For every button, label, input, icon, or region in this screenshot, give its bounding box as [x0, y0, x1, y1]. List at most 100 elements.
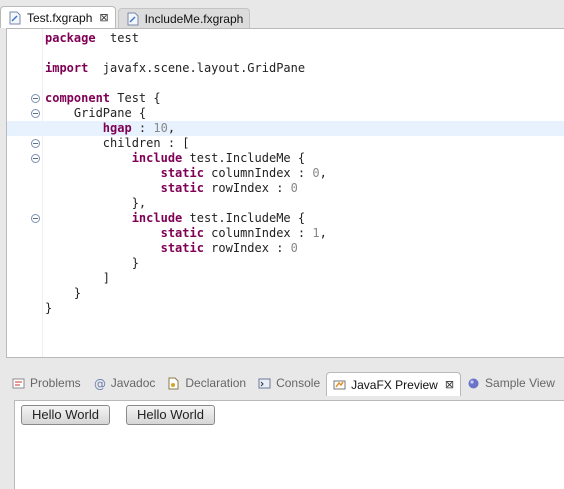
code-line[interactable]: children : [ — [7, 136, 564, 151]
code-token: , — [319, 166, 327, 180]
code-token: test.IncludeMe { — [182, 151, 306, 165]
code-token: , — [319, 226, 327, 240]
number-token: 10 — [153, 121, 168, 135]
code-line-text: package test — [45, 31, 139, 46]
keyword-token: package — [45, 31, 96, 45]
code-token: } — [45, 256, 139, 270]
code-line-text: include test.IncludeMe { — [45, 151, 305, 166]
code-token: columnIndex : — [203, 226, 313, 240]
code-editor[interactable]: package test import javafx.scene.layout.G… — [6, 28, 564, 358]
code-line[interactable]: static columnIndex : 0, — [7, 166, 564, 181]
code-token: } — [45, 301, 53, 315]
editor-tab-label: IncludeMe.fxgraph — [144, 11, 244, 26]
code-line[interactable]: } — [7, 256, 564, 271]
code-line-text: hgap : 10, — [45, 121, 175, 136]
editor-tab-includeme-fxgraph[interactable]: IncludeMe.fxgraph — [117, 8, 251, 28]
code-line[interactable]: } — [7, 286, 564, 301]
javafx-icon — [333, 378, 346, 391]
code-line-text: import javafx.scene.layout.GridPane — [45, 61, 305, 76]
view-tab-label: Problems — [30, 376, 81, 390]
code-line[interactable]: component Test { — [7, 91, 564, 106]
code-token: rowIndex : — [203, 181, 291, 195]
code-token: columnIndex : — [203, 166, 313, 180]
keyword-token: include — [45, 211, 183, 225]
code-line[interactable]: hgap : 10, — [7, 121, 564, 136]
fxgraph-file-icon — [127, 12, 139, 26]
keyword-token: include — [45, 151, 183, 165]
code-line[interactable]: package test — [7, 31, 564, 46]
fold-toggle-icon[interactable] — [31, 139, 40, 148]
code-line[interactable] — [7, 76, 564, 91]
code-line-text: children : [ — [45, 136, 190, 151]
code-line-text: static columnIndex : 0, — [45, 166, 327, 181]
code-line[interactable]: ] — [7, 271, 564, 286]
code-token: children : [ — [45, 136, 190, 150]
view-tab-label: Console — [276, 376, 321, 390]
keyword-token: static — [45, 181, 204, 195]
code-line-text: }, — [45, 196, 146, 211]
view-tab-label: Declaration — [185, 376, 247, 390]
code-line[interactable] — [7, 46, 564, 61]
problems-icon — [12, 377, 25, 390]
hello-world-button-2[interactable]: Hello World — [126, 405, 215, 425]
code-line[interactable]: }, — [7, 196, 564, 211]
number-token: 0 — [312, 166, 320, 180]
code-line-text: static columnIndex : 1, — [45, 226, 327, 241]
view-tab-label: Sample View — [485, 376, 555, 390]
at-icon: @ — [93, 377, 106, 391]
code-token: test.IncludeMe { — [182, 211, 306, 225]
code-token: }, — [45, 196, 147, 210]
fold-toggle-icon[interactable] — [31, 94, 40, 103]
editor-tab-test-fxgraph[interactable]: Test.fxgraph ⊠ — [0, 6, 116, 28]
keyword-token: import — [45, 61, 89, 75]
view-tab-sample-view[interactable]: Sample View — [461, 372, 561, 394]
view-tab-console[interactable]: Console — [252, 372, 326, 394]
code-line-text: static rowIndex : 0 — [45, 181, 298, 196]
code-token: rowIndex : — [203, 241, 291, 255]
code-line-text: component Test { — [45, 91, 161, 106]
code-line[interactable]: static rowIndex : 0 — [7, 241, 564, 256]
view-tab-javafx-preview[interactable]: JavaFX Preview ⊠ — [326, 372, 462, 396]
fold-toggle-icon[interactable] — [31, 154, 40, 163]
code-token: javafx.scene.layout.GridPane — [88, 61, 306, 75]
code-token: } — [45, 286, 82, 300]
code-line[interactable]: } — [7, 301, 564, 316]
code-line-text: } — [45, 301, 52, 316]
keyword-token: static — [45, 226, 204, 240]
view-tab-label: Javadoc — [110, 376, 156, 390]
view-tab-javadoc[interactable]: @ Javadoc — [87, 372, 162, 394]
keyword-token: component — [45, 91, 111, 105]
keyword-token: static — [45, 241, 204, 255]
editor-tab-label: Test.fxgraph — [27, 10, 93, 25]
folding-ruler — [7, 29, 43, 357]
code-line-text: GridPane { — [45, 106, 146, 121]
close-tab-icon[interactable]: ⊠ — [99, 12, 109, 24]
fxgraph-file-icon — [9, 11, 21, 25]
code-line[interactable]: include test.IncludeMe { — [7, 151, 564, 166]
code-line[interactable]: static rowIndex : 0 — [7, 181, 564, 196]
number-token: 0 — [290, 181, 298, 195]
code-token: ] — [45, 271, 111, 285]
code-token: GridPane { — [45, 106, 147, 120]
code-text[interactable]: package test import javafx.scene.layout.G… — [7, 31, 564, 316]
code-line[interactable]: include test.IncludeMe { — [7, 211, 564, 226]
code-token: Test { — [110, 91, 161, 105]
view-tab-problems[interactable]: Problems — [6, 372, 87, 394]
fold-toggle-icon[interactable] — [31, 109, 40, 118]
close-tab-icon[interactable]: ⊠ — [444, 379, 455, 391]
view-tab-label: JavaFX Preview — [351, 377, 438, 392]
code-line-text: ] — [45, 271, 110, 286]
number-token: 0 — [290, 241, 298, 255]
code-line-text: } — [45, 256, 139, 271]
code-line[interactable]: import javafx.scene.layout.GridPane — [7, 61, 564, 76]
code-line[interactable]: GridPane { — [7, 106, 564, 121]
code-token: test — [95, 31, 139, 45]
javafx-preview-panel: Hello World Hello World — [14, 400, 564, 489]
fold-toggle-icon[interactable] — [31, 214, 40, 223]
view-tab-bar: Problems @ Javadoc Declaration Console JavaFX… — [6, 372, 564, 396]
view-tab-declaration[interactable]: Declaration — [161, 372, 252, 394]
hello-world-button-1[interactable]: Hello World — [21, 405, 110, 425]
editor-tab-bar: Test.fxgraph ⊠ IncludeMe.fxgraph — [0, 6, 564, 28]
declaration-icon — [167, 377, 180, 390]
code-line[interactable]: static columnIndex : 1, — [7, 226, 564, 241]
